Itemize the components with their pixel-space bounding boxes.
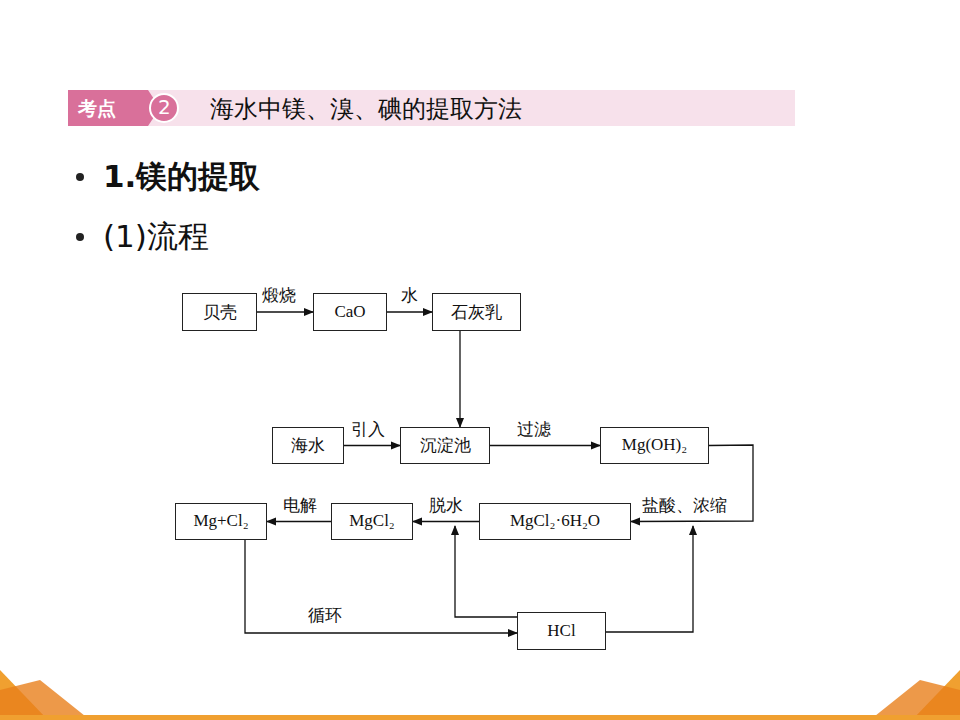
bullet-dot xyxy=(76,233,84,241)
tag-shape xyxy=(68,90,160,126)
flow-arrow xyxy=(344,445,400,446)
process-box: 石灰乳 xyxy=(432,293,521,331)
box-text: Mg(OH)₂ xyxy=(622,436,687,455)
box-text: Mg+Cl₂ xyxy=(193,512,248,531)
box-text: 石灰乳 xyxy=(451,303,502,322)
flow-arrow xyxy=(459,331,460,427)
bullet-dot xyxy=(76,173,84,181)
edge-label: 水 xyxy=(401,284,418,307)
process-box: 海水 xyxy=(272,427,344,464)
edge-label: 过滤 xyxy=(517,418,551,441)
bullet-text: 1.镁的提取 xyxy=(103,156,260,198)
process-box: HCl xyxy=(517,612,606,650)
process-box: Mg+Cl₂ xyxy=(175,503,267,540)
bullet-text: (1)流程 xyxy=(103,216,209,258)
edge-label: 脱水 xyxy=(429,494,463,517)
process-box: MgCl₂ xyxy=(331,503,413,540)
edge-label: 电解 xyxy=(283,494,317,517)
box-text: MgCl₂ xyxy=(349,512,395,531)
box-text: MgCl₂·6H₂O xyxy=(510,512,600,531)
flow-arrow xyxy=(490,445,600,446)
flow-arrow xyxy=(267,521,331,522)
box-text: 海水 xyxy=(291,436,325,455)
flow-arrow xyxy=(245,540,517,633)
bottom-rule xyxy=(0,715,960,720)
edge-label: 循环 xyxy=(308,604,342,627)
tag-number: 2 xyxy=(158,95,171,119)
tag-text: 考点 xyxy=(78,96,116,122)
edge-label: 引入 xyxy=(351,418,385,441)
box-text: HCl xyxy=(547,622,575,641)
process-box: CaO xyxy=(313,293,387,331)
edge-label: 盐酸、浓缩 xyxy=(642,494,727,517)
process-box: MgCl₂·6H₂O xyxy=(479,503,631,540)
process-box: 沉淀池 xyxy=(400,427,490,464)
corner-triangle xyxy=(0,680,90,720)
box-text: CaO xyxy=(334,303,365,322)
tag-circle xyxy=(150,94,178,122)
flow-arrow xyxy=(257,311,313,312)
corner-triangle xyxy=(870,680,960,720)
edge-label: 煅烧 xyxy=(262,284,296,307)
flow-arrow xyxy=(387,311,432,312)
process-box: 贝壳 xyxy=(182,293,257,331)
flow-arrow xyxy=(413,521,479,522)
process-box: Mg(OH)₂ xyxy=(600,427,709,464)
slide-title: 海水中镁、溴、碘的提取方法 xyxy=(210,93,522,125)
title-band xyxy=(68,90,795,126)
feed-line xyxy=(606,526,693,632)
box-text: 贝壳 xyxy=(203,303,237,322)
box-text: 沉淀池 xyxy=(420,436,471,455)
